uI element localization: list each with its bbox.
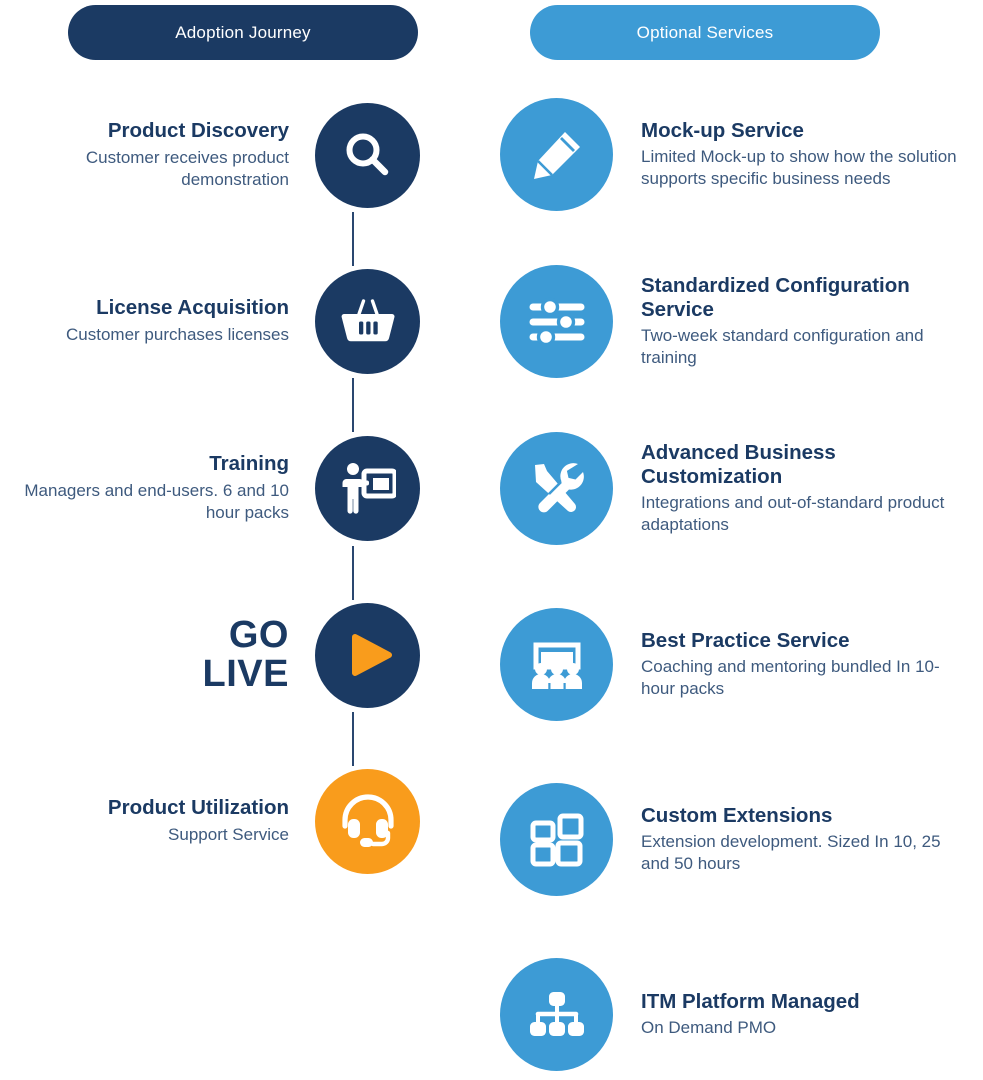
service-icon-circle xyxy=(500,608,613,721)
service-icon-circle xyxy=(500,432,613,545)
service-title: Custom Extensions xyxy=(641,803,833,827)
org-chart-icon xyxy=(528,990,586,1040)
service-icon-circle xyxy=(500,265,613,378)
service-desc: Two-week standard configuration and trai… xyxy=(641,326,924,368)
journey-step-title: Training xyxy=(209,452,289,476)
journey-step-text: Product Discovery Customer receives prod… xyxy=(7,119,315,190)
service-desc: Extension development. Sized In 10, 25 a… xyxy=(641,832,941,874)
service-text: Standardized Configuration Service Two-w… xyxy=(613,274,961,370)
journey-step-product-discovery: Product Discovery Customer receives prod… xyxy=(0,102,420,208)
journey-step-desc: Managers and end-users. 6 and 10 hour pa… xyxy=(24,480,289,522)
adoption-journey-column: Product Discovery Customer receives prod… xyxy=(0,0,460,1080)
service-text: ITM Platform Managed On Demand PMO xyxy=(613,990,961,1039)
connector-line-4 xyxy=(352,712,354,766)
service-text: Mock-up Service Limited Mock-up to show … xyxy=(613,119,961,190)
service-icon-circle xyxy=(500,98,613,211)
service-title: Standardized Configuration Service xyxy=(641,273,910,321)
service-item-advanced-business-customization: Advanced Business Customization Integrat… xyxy=(500,432,983,545)
journey-step-go-live: GO LIVE xyxy=(0,602,420,708)
header-pill-adoption-journey: Adoption Journey xyxy=(68,5,418,60)
service-desc: On Demand PMO xyxy=(641,1018,777,1038)
journey-step-icon-circle xyxy=(315,435,420,541)
header-label-optional-services: Optional Services xyxy=(636,22,774,42)
journey-step-desc: Support Service xyxy=(168,824,289,844)
journey-step-desc: Customer receives product demonstration xyxy=(85,147,289,189)
service-text: Advanced Business Customization Integrat… xyxy=(613,441,961,537)
service-item-custom-extensions: Custom Extensions Extension development.… xyxy=(500,783,983,896)
header-label-adoption-journey: Adoption Journey xyxy=(175,22,311,42)
go-live-line-1: GO xyxy=(228,614,289,657)
journey-step-text: Training Managers and end-users. 6 and 1… xyxy=(7,452,315,523)
journey-step-text: License Acquisition Customer purchases l… xyxy=(7,296,315,345)
journey-step-icon-circle xyxy=(315,268,420,374)
blocks-icon xyxy=(529,812,585,868)
journey-step-product-utilization: Product Utilization Support Service xyxy=(0,768,420,874)
service-icon-circle xyxy=(500,783,613,896)
optional-services-column: Mock-up Service Limited Mock-up to show … xyxy=(500,0,983,1080)
connector-line-1 xyxy=(352,212,354,266)
journey-step-icon-circle xyxy=(315,102,420,208)
shopping-basket-icon xyxy=(340,295,396,347)
service-title: Mock-up Service xyxy=(641,118,804,142)
connector-line-3 xyxy=(352,546,354,600)
connector-line-2 xyxy=(352,378,354,432)
journey-step-title: License Acquisition xyxy=(96,296,289,320)
journey-step-license-acquisition: License Acquisition Customer purchases l… xyxy=(0,268,420,374)
journey-step-icon-circle xyxy=(315,602,420,708)
sliders-icon xyxy=(528,296,586,348)
presenter-board-icon xyxy=(340,461,396,515)
pencil-icon xyxy=(528,126,586,184)
magnifier-icon xyxy=(342,129,394,181)
service-item-standardized-configuration-service: Standardized Configuration Service Two-w… xyxy=(500,265,983,378)
service-text: Custom Extensions Extension development.… xyxy=(613,804,961,875)
play-triangle-icon xyxy=(341,628,395,682)
go-live-line-2: LIVE xyxy=(202,653,289,695)
service-text: Best Practice Service Coaching and mento… xyxy=(613,629,961,700)
service-item-best-practice-service: Best Practice Service Coaching and mento… xyxy=(500,608,983,721)
service-item-mock-up-service: Mock-up Service Limited Mock-up to show … xyxy=(500,98,983,211)
journey-step-title: Product Discovery xyxy=(107,119,289,143)
journey-step-desc: Customer purchases licenses xyxy=(66,324,289,344)
journey-step-title: Product Utilization xyxy=(107,796,289,820)
service-item-itm-platform-managed: ITM Platform Managed On Demand PMO xyxy=(500,958,983,1071)
journey-step-text: Product Utilization Support Service xyxy=(7,796,315,845)
service-desc: Coaching and mentoring bundled In 10-hou… xyxy=(641,657,940,699)
classroom-people-icon xyxy=(528,640,586,690)
journey-step-text: GO LIVE xyxy=(7,616,315,694)
service-title: Best Practice Service xyxy=(641,628,850,652)
journey-step-icon-circle xyxy=(315,768,420,874)
wrench-screwdriver-icon xyxy=(528,460,586,518)
service-desc: Limited Mock-up to show how the solution… xyxy=(641,147,957,189)
journey-step-training: Training Managers and end-users. 6 and 1… xyxy=(0,435,420,541)
service-icon-circle xyxy=(500,958,613,1071)
service-title: Advanced Business Customization xyxy=(641,440,836,488)
service-title: ITM Platform Managed xyxy=(641,989,860,1013)
headset-icon xyxy=(339,792,397,850)
service-desc: Integrations and out-of-standard product… xyxy=(641,493,945,535)
header-pill-optional-services: Optional Services xyxy=(530,5,880,60)
